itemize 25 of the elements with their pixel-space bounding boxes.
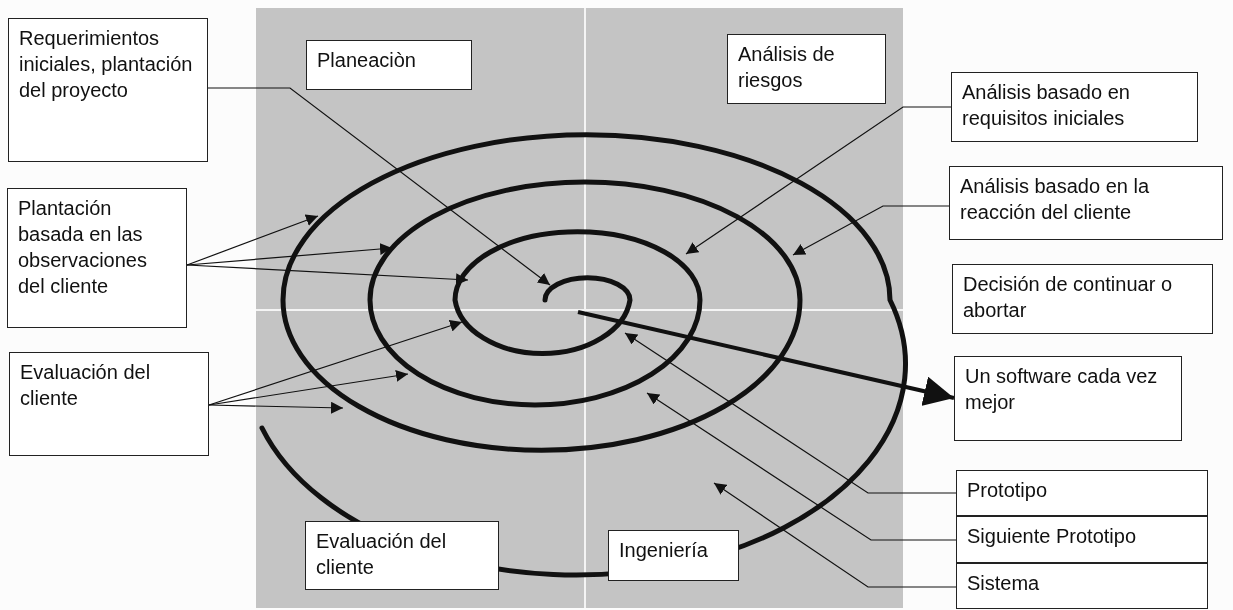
leader-line (208, 401, 344, 414)
callout-box: Decisión de continuar o abortar (952, 264, 1213, 334)
table-row: Prototipo (956, 470, 1208, 516)
leader-line (685, 106, 952, 255)
callout-box: Evaluación del cliente (9, 352, 209, 456)
leader-line (207, 87, 551, 286)
leader-line (624, 332, 957, 494)
leader-line (713, 482, 957, 588)
callout-box: Un software cada vez mejor (954, 356, 1182, 441)
leader-line (186, 264, 469, 286)
callout-box: Requerimientos iniciales, plantación del proyecto (8, 18, 208, 162)
leader-line (186, 243, 393, 266)
quadrant-label: Evaluación del cliente (305, 521, 499, 590)
table-row: Siguiente Prototipo (956, 516, 1208, 563)
callout-box: Análisis basado en la reacción del cliente (949, 166, 1223, 240)
quadrant-label: Planeaciòn (306, 40, 472, 90)
callout-box: Plantación basada en las observaciones del cliente (7, 188, 187, 328)
leader-line (186, 214, 319, 266)
thick-arrow (577, 310, 955, 406)
leader-line (792, 205, 950, 256)
callout-box: Análisis basado en requisitos iniciales (951, 72, 1198, 142)
quadrant-label: Análisis de riesgos (727, 34, 886, 104)
leader-line (646, 392, 957, 541)
table-row: Sistema (956, 563, 1208, 609)
quadrant-label: Ingeniería (608, 530, 739, 581)
